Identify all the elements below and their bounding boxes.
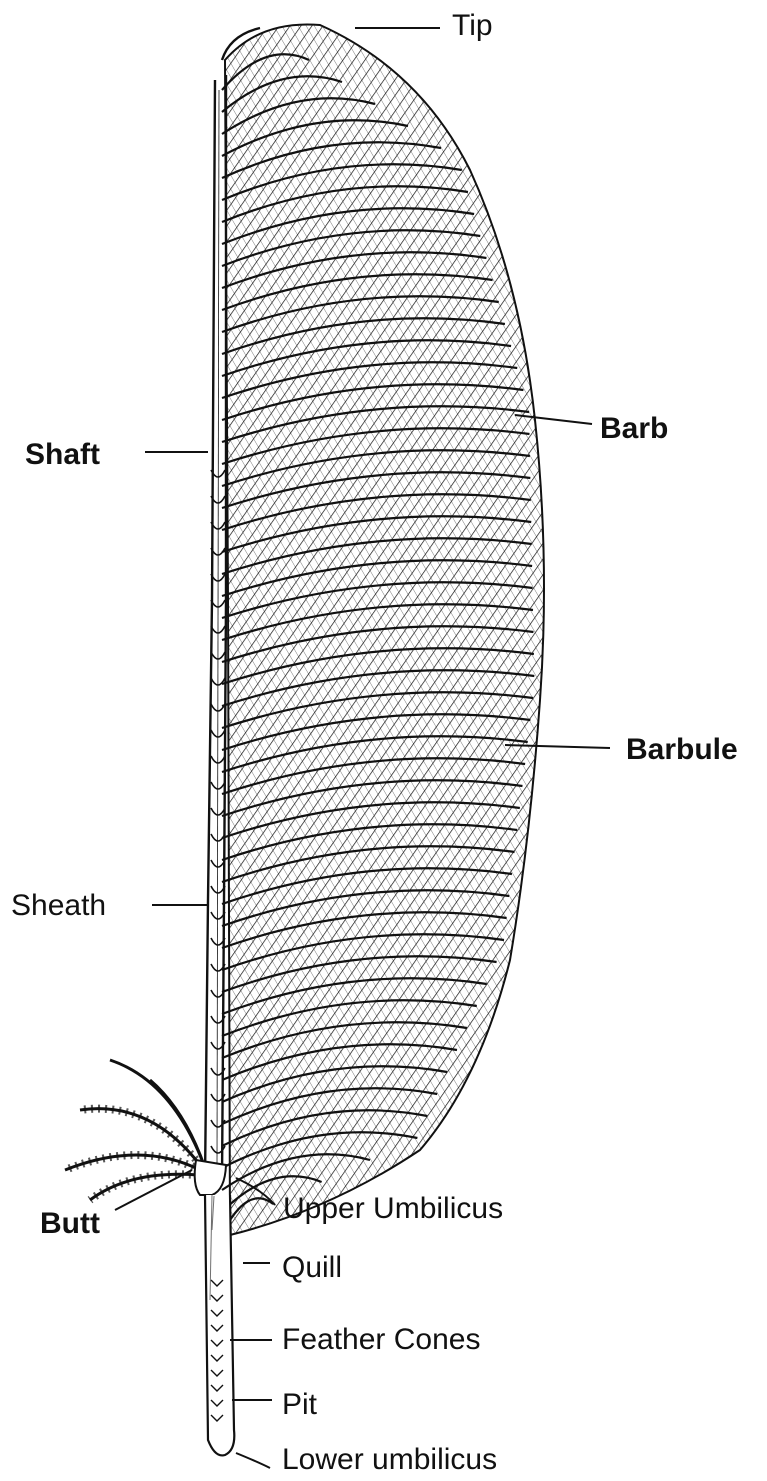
label-barb: Barb — [600, 414, 668, 444]
label-sheath: Sheath — [11, 891, 106, 921]
label-feather-cones: Feather Cones — [282, 1325, 480, 1355]
label-lower-umbilicus: Lower umbilicus — [282, 1445, 497, 1475]
label-shaft: Shaft — [25, 440, 100, 470]
vane — [222, 24, 544, 1235]
sheath-segment — [211, 860, 225, 867]
label-tip: Tip — [452, 11, 493, 41]
leader-lower-umbilicus — [236, 1453, 270, 1468]
quill — [195, 1160, 235, 1455]
afterfeather — [65, 1060, 205, 1200]
label-quill: Quill — [282, 1253, 342, 1283]
label-upper-umbilicus: Upper Umbilicus — [283, 1194, 503, 1224]
label-pit: Pit — [282, 1390, 317, 1420]
label-butt: Butt — [40, 1209, 100, 1239]
label-barbule: Barbule — [626, 735, 738, 765]
